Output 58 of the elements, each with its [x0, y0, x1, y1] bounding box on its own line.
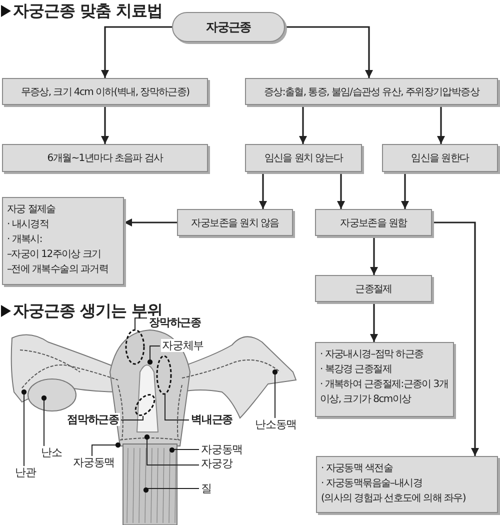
leader-line: [21, 389, 27, 466]
list-item: · 개복시:: [7, 233, 43, 247]
leader-line: [120, 416, 144, 420]
list-box: [316, 456, 498, 513]
part-label: 자궁동맥: [200, 443, 244, 456]
leader-line: [92, 442, 121, 456]
arrow: [101, 105, 109, 144]
part-label: 난관: [14, 466, 37, 479]
process-box: 임신을 원한다: [382, 144, 498, 172]
part-label: 점막하근종: [66, 413, 120, 426]
start-pill: 자궁근종: [172, 12, 285, 42]
arrow: [370, 302, 378, 342]
arrow: [299, 105, 307, 144]
list-box: [2, 197, 124, 285]
list-item: (의사의 경험과 선호도에 의해 좌우): [321, 492, 467, 506]
process-box: 자궁보존을 원치 않음: [177, 209, 293, 236]
part-label: 질: [200, 482, 212, 495]
part-label: 자궁강: [200, 457, 234, 470]
part-label: 장막하근종: [148, 316, 202, 329]
part-label: 자궁체부: [161, 339, 205, 352]
part-label: 난소: [40, 446, 63, 459]
process-box: 증상:출혈, 통증, 불임/습관성 유산, 주위장기압박증상: [245, 78, 498, 105]
arrow: [101, 26, 172, 78]
arrow: [337, 172, 345, 209]
process-box: 근종절제: [315, 275, 432, 302]
list-item: · 복강경 근종절제: [320, 363, 393, 377]
process-box: 자궁보존을 원함: [315, 209, 432, 236]
leader-line: [147, 346, 160, 365]
part-label: 자궁동맥: [72, 456, 116, 469]
list-item: –자궁이 12주이상 크기: [7, 248, 102, 262]
part-label: 벽내근종: [190, 413, 234, 426]
arrow: [285, 26, 373, 78]
arrow: [401, 172, 409, 209]
list-item: –전에 개복수술의 과거력: [7, 263, 109, 277]
process-box: 무증상, 크기 4cm 이하(벽내, 장막하근종): [2, 78, 208, 105]
leader-line: [164, 394, 190, 420]
arrow: [124, 218, 177, 226]
arrow: [437, 105, 445, 144]
leader-line: [272, 369, 278, 418]
arrow: [432, 222, 479, 456]
section-heading: 자궁근종 맞춤 치료법: [13, 1, 163, 22]
process-box: 임신을 원치 않는다: [245, 144, 362, 172]
list-item: · 내시경적: [7, 218, 50, 232]
leader-line: [144, 434, 200, 466]
list-item: · 자궁동맥묶음술–내시경: [321, 477, 423, 491]
list-item: · 개복하여 근종절제:근종이 3개 이상, 크기가 8cm이상: [320, 378, 449, 407]
leader-line: [169, 447, 200, 453]
leader-line: [41, 395, 47, 446]
list-box: [315, 342, 454, 417]
leader-line: [143, 487, 200, 493]
arrow: [259, 172, 267, 209]
part-label: 난소동맥: [254, 418, 298, 431]
list-item: · 자궁내시경–점막 하근종: [320, 348, 424, 362]
process-box: 6개월~1년마다 초음파 검사: [2, 144, 208, 172]
leader-line: [134, 318, 148, 330]
list-item: · 자궁동맥 색전술: [321, 462, 394, 476]
arrow: [370, 236, 378, 275]
list-item: 자궁 절제술: [7, 203, 56, 217]
